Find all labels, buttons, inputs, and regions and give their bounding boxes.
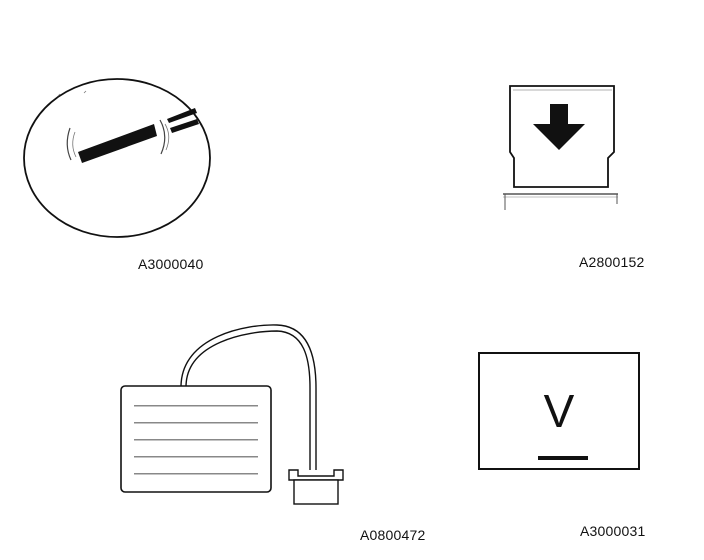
keypad-keys — [134, 405, 258, 475]
function-key-letter: V — [543, 385, 575, 437]
motion-line-right-inner — [164, 123, 170, 151]
slot-upper-edge — [167, 108, 197, 123]
motion-line-right — [159, 119, 166, 155]
caption-card-in-slot: A3000040 — [138, 256, 204, 272]
function-key-panel: V — [478, 352, 640, 470]
keypad-with-cable-illustration — [120, 324, 344, 505]
function-key-underline — [538, 456, 588, 460]
key-row — [134, 422, 258, 424]
magnifier-circle — [23, 78, 211, 238]
caption-insert-card-arrow: A2800152 — [579, 254, 645, 270]
key-row — [134, 456, 258, 458]
key-row — [134, 405, 258, 407]
connector-flange — [288, 469, 344, 481]
shading-tick — [83, 90, 87, 94]
motion-line-left-inner — [72, 131, 77, 158]
card-in-slot-illustration — [23, 78, 211, 238]
caption-function-key-v: A3000031 — [580, 523, 646, 539]
motion-line-left — [66, 127, 72, 161]
cable-outer — [180, 324, 317, 470]
cable-inner — [185, 330, 311, 470]
key-row — [134, 473, 258, 475]
shading-tick — [57, 93, 61, 97]
slot-lower-edge — [170, 119, 199, 133]
caption-keypad-with-cable: A0800472 — [360, 527, 426, 543]
arrow-down-icon — [533, 104, 585, 150]
insert-card-arrow-illustration — [503, 85, 618, 210]
connector-plug — [293, 479, 339, 505]
card-body — [78, 124, 157, 163]
key-row — [134, 439, 258, 441]
